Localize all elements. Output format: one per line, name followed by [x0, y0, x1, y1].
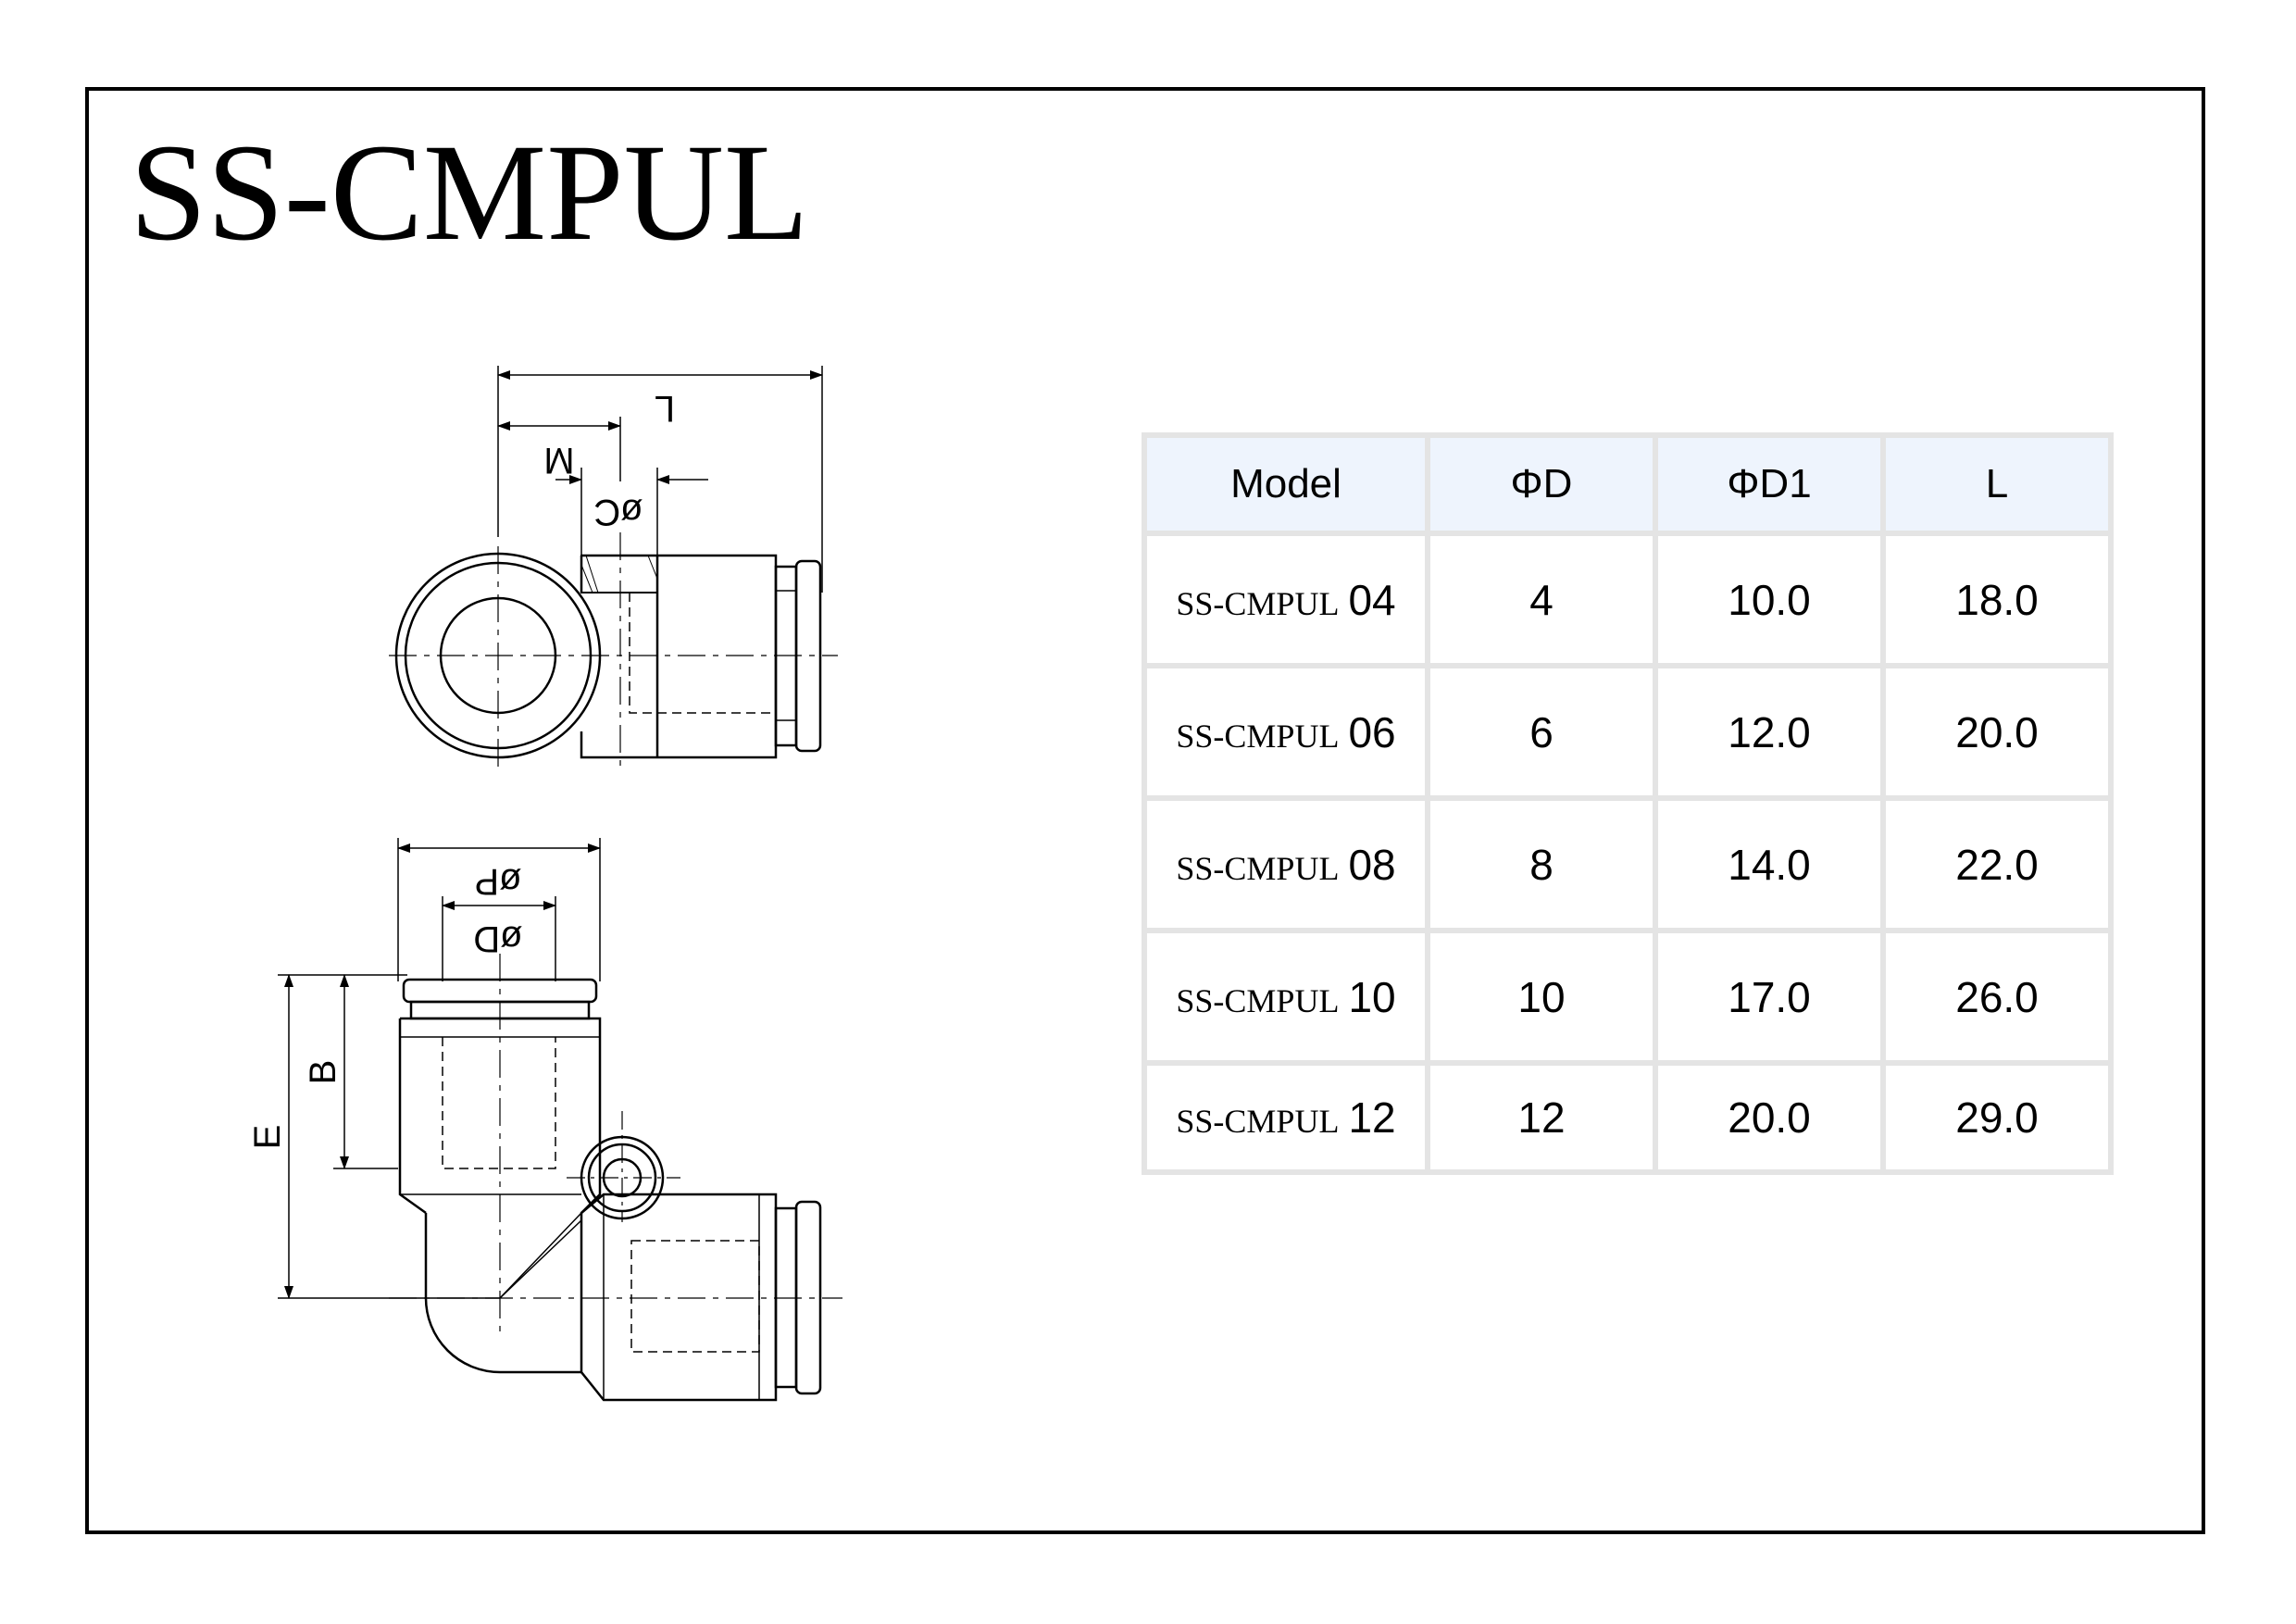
dim-label-D: øD: [473, 918, 522, 959]
col-header-l: L: [1886, 438, 2108, 531]
model-prefix: SS-CMPUL: [1176, 849, 1340, 887]
dim-label-P: øP: [474, 861, 521, 902]
dim-label-E: E: [247, 1125, 288, 1150]
model-size: 08: [1348, 840, 1396, 889]
model-size: 04: [1348, 575, 1396, 624]
col-header-d: ΦD: [1430, 438, 1653, 531]
cell-d1: 10.0: [1658, 536, 1880, 663]
cell-d: 6: [1430, 668, 1653, 795]
model-prefix: SS-CMPUL: [1176, 981, 1340, 1019]
model-prefix: SS-CMPUL: [1176, 1103, 1340, 1140]
col-header-d1: ΦD1: [1658, 438, 1880, 531]
cell-l: 22.0: [1886, 801, 2108, 928]
cell-d: 8: [1430, 801, 1653, 928]
top-view: [389, 366, 838, 768]
cell-d1: 14.0: [1658, 801, 1880, 928]
table-header-row: Model ΦD ΦD1 L: [1147, 438, 2108, 531]
model-prefix: SS-CMPUL: [1176, 584, 1340, 622]
cell-l: 29.0: [1886, 1066, 2108, 1169]
dim-label-L: L: [655, 388, 675, 429]
dim-label-B: B: [303, 1060, 343, 1085]
model-size: 12: [1348, 1093, 1396, 1142]
page-title: SS-CMPUL: [130, 116, 809, 269]
cell-d: 12: [1430, 1066, 1653, 1169]
cell-d1: 17.0: [1658, 933, 1880, 1060]
cell-l: 26.0: [1886, 933, 2108, 1060]
bottom-view: [278, 838, 842, 1402]
drawing-frame: [85, 87, 2205, 1534]
cell-d: 4: [1430, 536, 1653, 663]
cell-d: 10: [1430, 933, 1653, 1060]
dim-label-M: M: [543, 440, 574, 481]
model-size: 06: [1348, 707, 1396, 756]
cell-l: 18.0: [1886, 536, 2108, 663]
cell-d1: 20.0: [1658, 1066, 1880, 1169]
cell-l: 20.0: [1886, 668, 2108, 795]
cell-d1: 12.0: [1658, 668, 1880, 795]
col-header-model: Model: [1147, 438, 1425, 531]
dim-label-C: øC: [593, 492, 643, 532]
model-prefix: SS-CMPUL: [1176, 717, 1340, 755]
model-size: 10: [1348, 972, 1396, 1021]
